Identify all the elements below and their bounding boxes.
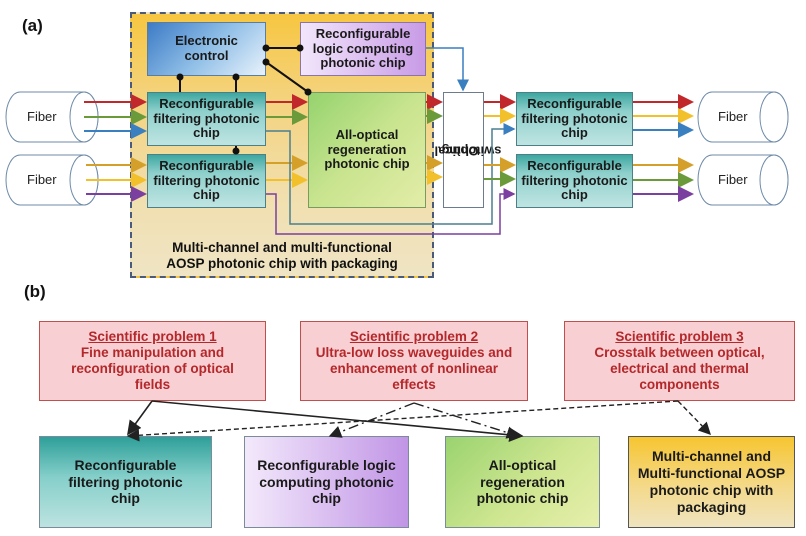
optical-switching-box: Optical switching xyxy=(434,92,501,208)
filtering-chip-out-1: Reconfigurable filtering photonic chip xyxy=(516,92,633,146)
electronic-control-box: Electronic control xyxy=(147,22,266,76)
filtering-chip-in-1: Reconfigurable filtering photonic chip xyxy=(147,92,266,146)
logic-computing-chip-box: Reconfigurable logic computing photonic … xyxy=(300,22,426,76)
fiber-in-1-label: Fiber xyxy=(27,109,57,124)
filtering-chip-out-1-label: Reconfigurable filtering photonic chip xyxy=(521,96,628,141)
filtering-chip-in-1-label: Reconfigurable filtering photonic chip xyxy=(153,96,260,141)
regeneration-chip-box: All-optical regeneration photonic chip xyxy=(308,92,426,208)
filtering-chip-in-2: Reconfigurable filtering photonic chip xyxy=(147,154,266,208)
problem-2-text: Ultra-low loss waveguides and enhancemen… xyxy=(315,344,513,393)
fiber-in-2-label: Fiber xyxy=(27,172,57,187)
filtering-chip-out-2-label: Reconfigurable filtering photonic chip xyxy=(521,158,628,203)
link-p3-filtering xyxy=(126,400,679,442)
outcome-filtering-chip: Reconfigurable filtering photonic chip xyxy=(39,436,212,528)
outcome-regeneration-chip: All-optical regeneration photonic chip xyxy=(445,436,600,528)
problem-1-title: Scientific problem 1 xyxy=(88,328,217,344)
problem-3-title: Scientific problem 3 xyxy=(615,328,744,344)
outcome-logic-chip: Reconfigurable logic computing photonic … xyxy=(244,436,409,528)
outcome-aosp-package: Multi-channel and Multi-functional AOSP … xyxy=(628,436,795,528)
package-label-line1: Multi-channel and multi-functional xyxy=(172,240,392,255)
fiber-out-1-label: Fiber xyxy=(718,109,748,124)
fiber-out-1 xyxy=(697,91,789,143)
problem-1-box: Scientific problem 1 Fine manipulation a… xyxy=(39,321,266,401)
problem-3-text: Crosstalk between optical, electrical an… xyxy=(594,344,765,393)
link-p1-filtering xyxy=(127,400,153,436)
link-p2-regeneration xyxy=(413,402,520,439)
panel-b-label: (b) xyxy=(24,282,46,301)
fiber-in-2 xyxy=(5,154,99,206)
fiber-in-1 xyxy=(5,91,99,143)
link-p3-aosp-package xyxy=(677,400,711,436)
filtering-chip-out-2: Reconfigurable filtering photonic chip xyxy=(516,154,633,208)
fiber-out-2-label: Fiber xyxy=(718,172,748,187)
outcome-regeneration-chip-label: All-optical regeneration photonic chip xyxy=(476,456,569,507)
link-p1-regeneration xyxy=(151,400,524,442)
outcome-logic-chip-label: Reconfigurable logic computing photonic … xyxy=(257,456,396,507)
outcome-aosp-package-label: Multi-channel and Multi-functional AOSP … xyxy=(637,448,786,515)
panel-a-label: (a) xyxy=(22,16,43,35)
problem-3-box: Scientific problem 3 Crosstalk between o… xyxy=(564,321,795,401)
panel-a-connections xyxy=(5,44,789,235)
electronic-control-label: Electronic control xyxy=(175,33,238,63)
logic-computing-chip-label: Reconfigurable logic computing photonic … xyxy=(312,26,414,71)
problem-2-box: Scientific problem 2 Ultra-low loss wave… xyxy=(300,321,528,401)
filtering-chip-in-2-label: Reconfigurable filtering photonic chip xyxy=(153,158,260,203)
problem-2-title: Scientific problem 2 xyxy=(349,328,479,344)
fiber-out-2 xyxy=(697,154,789,206)
outcome-filtering-chip-label: Reconfigurable filtering photonic chip xyxy=(68,456,183,507)
regeneration-chip-label: All-optical regeneration photonic chip xyxy=(324,127,410,172)
link-p2-logic xyxy=(328,402,415,438)
problem-1-text: Fine manipulation and reconfiguration of… xyxy=(71,344,234,393)
package-label-line2: AOSP photonic chip with packaging xyxy=(166,256,398,272)
control-wires xyxy=(176,44,312,155)
package-label: Multi-channel and multi-functional AOSP … xyxy=(132,240,432,272)
